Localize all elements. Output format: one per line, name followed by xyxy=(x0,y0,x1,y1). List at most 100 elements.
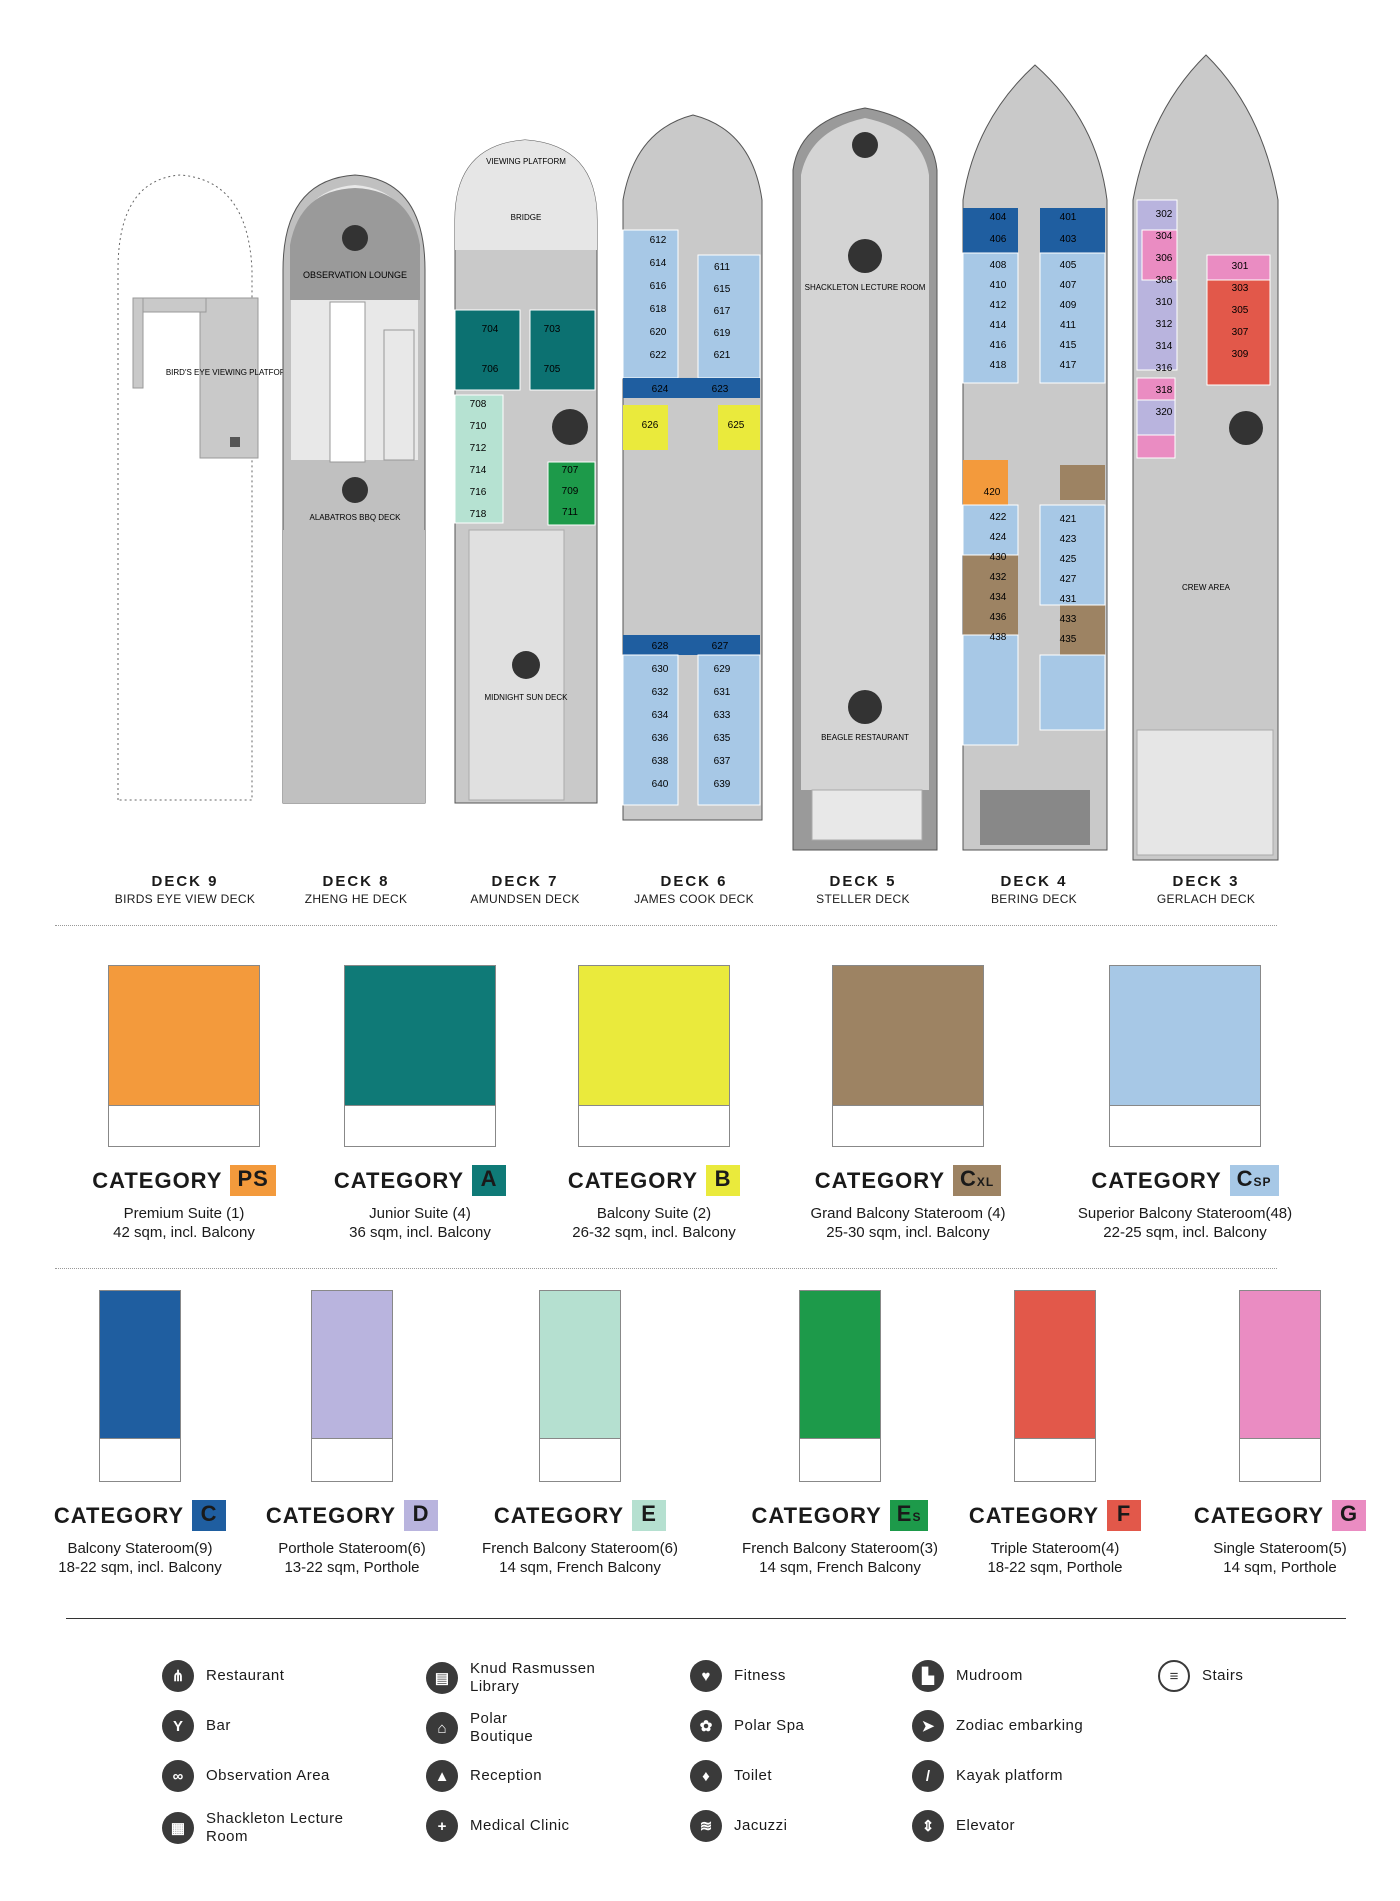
cabin-number[interactable]: 318 xyxy=(1156,385,1173,396)
cabin-number[interactable]: 408 xyxy=(990,260,1007,271)
cabin-number[interactable]: 711 xyxy=(562,507,578,518)
category-room-type: Superior Balcony Stateroom(48) xyxy=(1077,1205,1293,1222)
cabin-number[interactable]: 431 xyxy=(1060,594,1077,605)
cabin-number[interactable]: 617 xyxy=(714,306,731,317)
cabin-number[interactable]: 619 xyxy=(714,328,731,339)
cabin-number[interactable]: 709 xyxy=(562,486,579,497)
cabin-number[interactable]: 415 xyxy=(1060,340,1077,351)
cabin-number[interactable]: 424 xyxy=(990,532,1007,543)
cabin-number[interactable]: 703 xyxy=(544,324,561,335)
cabin-number[interactable]: 615 xyxy=(714,284,731,295)
cabin-number[interactable]: 305 xyxy=(1232,305,1249,316)
cabin-number[interactable]: 406 xyxy=(990,234,1007,245)
cabin-number[interactable]: 637 xyxy=(714,756,731,767)
cabin-number[interactable]: 312 xyxy=(1156,319,1173,330)
cabin-number[interactable]: 307 xyxy=(1232,327,1249,338)
cabin-number[interactable]: 434 xyxy=(990,592,1007,603)
cabin-number[interactable]: 423 xyxy=(1060,534,1077,545)
cabin-number[interactable]: 633 xyxy=(714,710,731,721)
cabin-number[interactable]: 410 xyxy=(990,280,1007,291)
cabin-number[interactable]: 616 xyxy=(650,281,667,292)
cabin-number[interactable]: 409 xyxy=(1060,300,1077,311)
cabin-number[interactable]: 427 xyxy=(1060,574,1077,585)
cabin-number[interactable]: 620 xyxy=(650,327,667,338)
cabin-number[interactable]: 611 xyxy=(714,262,730,273)
cabin-number[interactable]: 314 xyxy=(1156,341,1173,352)
cabin-number[interactable]: 436 xyxy=(990,612,1007,623)
cabin-number[interactable]: 718 xyxy=(470,509,487,520)
cabin-number[interactable]: 623 xyxy=(712,384,729,395)
cabin-number[interactable]: 708 xyxy=(470,399,487,410)
cabin-number[interactable]: 438 xyxy=(990,632,1007,643)
cabin-number[interactable]: 308 xyxy=(1156,275,1173,286)
cabin-number[interactable]: 714 xyxy=(470,465,487,476)
cabin-number[interactable]: 303 xyxy=(1232,283,1249,294)
cabin-number[interactable]: 706 xyxy=(482,364,499,375)
cabin-number[interactable]: 624 xyxy=(652,384,669,395)
cabin-number[interactable]: 628 xyxy=(652,641,669,652)
cabin-number[interactable]: 716 xyxy=(470,487,487,498)
cabin-number[interactable]: 639 xyxy=(714,779,731,790)
cabin-number[interactable]: 435 xyxy=(1060,634,1077,645)
cabin-number[interactable]: 710 xyxy=(470,421,487,432)
cabin-number[interactable]: 433 xyxy=(1060,614,1077,625)
cabin-number[interactable]: 712 xyxy=(470,443,487,454)
cabin-number[interactable]: 432 xyxy=(990,572,1007,583)
cabin-number[interactable]: 412 xyxy=(990,300,1007,311)
cabin-number[interactable]: 421 xyxy=(1060,514,1077,525)
cabin-number[interactable]: 632 xyxy=(652,687,669,698)
cabin-number[interactable]: 634 xyxy=(652,710,669,721)
cabin-number[interactable]: 430 xyxy=(990,552,1007,563)
cabin-number[interactable]: 629 xyxy=(714,664,731,675)
cabin-number[interactable]: 407 xyxy=(1060,280,1077,291)
cabin-number[interactable]: 414 xyxy=(990,320,1007,331)
cabin-number[interactable]: 405 xyxy=(1060,260,1077,271)
cabin-number[interactable]: 306 xyxy=(1156,253,1173,264)
cabin-number[interactable]: 417 xyxy=(1060,360,1077,371)
cabin-number[interactable]: 705 xyxy=(544,364,561,375)
cabin-number[interactable]: 630 xyxy=(652,664,669,675)
cabin-number[interactable]: 302 xyxy=(1156,209,1173,220)
cabin-number[interactable]: 425 xyxy=(1060,554,1077,565)
cabin-number[interactable]: 310 xyxy=(1156,297,1173,308)
cabin-number[interactable]: 418 xyxy=(990,360,1007,371)
cabin-number[interactable]: 621 xyxy=(714,350,731,361)
cabin-number[interactable]: 612 xyxy=(650,235,667,246)
cabin-number[interactable]: 420 xyxy=(984,487,1001,498)
cabin-number[interactable]: 638 xyxy=(652,756,669,767)
cabin-number[interactable]: 614 xyxy=(650,258,667,269)
cabin-number[interactable]: 625 xyxy=(728,420,745,431)
cabin-number[interactable]: 316 xyxy=(1156,363,1173,374)
cabin-number[interactable]: 640 xyxy=(652,779,669,790)
cabin-number[interactable]: 622 xyxy=(650,350,667,361)
cabin-number[interactable]: 304 xyxy=(1156,231,1173,242)
cabin-number[interactable]: 631 xyxy=(714,687,731,698)
cabin-number[interactable]: 320 xyxy=(1156,407,1173,418)
cabin-number[interactable]: 626 xyxy=(642,420,659,431)
cabin-number[interactable]: 707 xyxy=(562,465,579,476)
cabin-number[interactable]: 627 xyxy=(712,641,729,652)
cabin-number[interactable]: 401 xyxy=(1060,212,1077,223)
cabin-number[interactable]: 301 xyxy=(1232,261,1249,272)
cabin-number[interactable]: 404 xyxy=(990,212,1007,223)
cabin-number[interactable]: 635 xyxy=(714,733,731,744)
cabin-number[interactable]: 704 xyxy=(482,324,499,335)
cabin-number[interactable]: 422 xyxy=(990,512,1007,523)
cabin-number[interactable]: 636 xyxy=(652,733,669,744)
cabin-number[interactable]: 416 xyxy=(990,340,1007,351)
cabin-number[interactable]: 411 xyxy=(1060,320,1076,331)
cabin-number[interactable]: 618 xyxy=(650,304,667,315)
cabin-number[interactable]: 309 xyxy=(1232,349,1249,360)
cabin-number[interactable]: 403 xyxy=(1060,234,1077,245)
